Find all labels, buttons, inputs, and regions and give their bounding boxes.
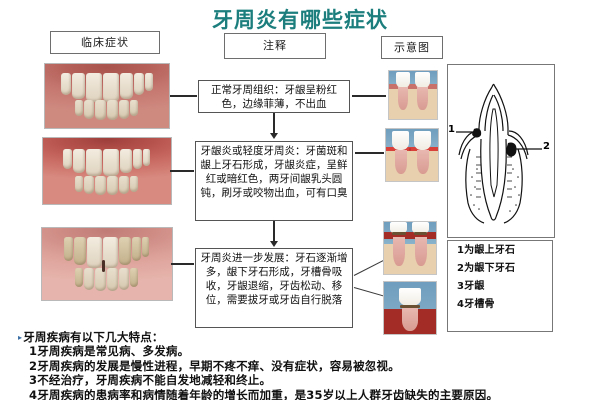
schematic-diagram-panel: 1 2 (447, 64, 555, 238)
connector-note1-note2 (273, 113, 275, 133)
connector-photo2-note2 (170, 170, 194, 172)
summary-text-block: ▸牙周疾病有以下几大特点： 1牙周疾病是常见病、多发病。 2牙周疾病的发展是慢性… (18, 330, 590, 400)
legend-item-1: 1为龈上牙石 (457, 245, 516, 256)
summary-heading: ▸牙周疾病有以下几大特点： (18, 330, 590, 344)
connector-note1-thumb1 (352, 95, 386, 97)
note-normal-periodontium: 正常牙周组织：牙龈呈粉红色，边缘菲薄，不出血 (198, 80, 350, 113)
schematic-label-2: 2 (543, 141, 550, 152)
bullet-icon: ▸ (18, 332, 23, 342)
summary-line-3: 3不经治疗，牙周疾病不能自发地减轻和终止。 (29, 373, 272, 388)
tooth-cross-section-svg (456, 83, 542, 224)
legend-item-4: 4牙槽骨 (457, 299, 495, 310)
legend-item-2: 2为龈下牙石 (457, 263, 516, 274)
normal-gums-photo (44, 63, 170, 129)
schematic-thumb-bone-loss (383, 221, 437, 275)
schematic-legend: 1为龈上牙石 2为龈下牙石 3牙龈 4牙槽骨 (447, 240, 553, 332)
connector-photo1-note1 (170, 95, 197, 97)
connector-photo3-note3 (171, 263, 194, 265)
connector-note2-note3 (273, 221, 275, 241)
connector-note3-thumb3 (353, 258, 387, 276)
column-header-clinical-label: 临床症状 (81, 35, 129, 49)
note-advanced-periodontitis: 牙周炎进一步发展：牙石逐渐增多，龈下牙石形成，牙槽骨吸收，牙龈退缩，牙齿松动、移… (195, 248, 353, 328)
schematic-thumb-loose-tooth (383, 281, 437, 335)
column-header-clinical-symptoms: 临床症状 (50, 31, 160, 54)
summary-line-1: 1牙周疾病是常见病、多发病。 (29, 344, 190, 359)
schematic-thumb-normal (388, 70, 438, 120)
advanced-periodontitis-photo (41, 227, 173, 301)
arrow-note1-note2 (270, 133, 278, 139)
arrow-note2-note3 (270, 241, 278, 247)
column-header-schematic-label: 示意图 (394, 40, 430, 54)
note-gingivitis: 牙龈炎或轻度牙周炎：牙菌斑和龈上牙石形成，牙龈炎症，呈鲜红或暗红色，两牙间龈乳头… (195, 141, 353, 221)
column-header-notes: 注释 (224, 33, 326, 59)
summary-line-4: 4牙周疾病的患病率和病情随着年龄的增长而加重，是35岁以上人群牙齿缺失的主要原因… (29, 387, 499, 400)
page-title: 牙周炎有哪些症状 (212, 7, 388, 32)
gingivitis-photo (42, 137, 172, 205)
connector-note2-thumb2 (355, 152, 384, 154)
legend-item-3: 3牙龈 (457, 281, 485, 292)
summary-line-2: 2牙周疾病的发展是慢性进程，早期不疼不痒、没有症状，容易被忽视。 (29, 358, 400, 373)
schematic-thumb-gingivitis (385, 128, 439, 182)
schematic-label-1: 1 (448, 124, 455, 135)
summary-heading-label: 牙周疾病有以下几大特点： (23, 330, 164, 344)
column-header-schematic: 示意图 (381, 36, 443, 59)
column-header-notes-label: 注释 (263, 39, 287, 53)
